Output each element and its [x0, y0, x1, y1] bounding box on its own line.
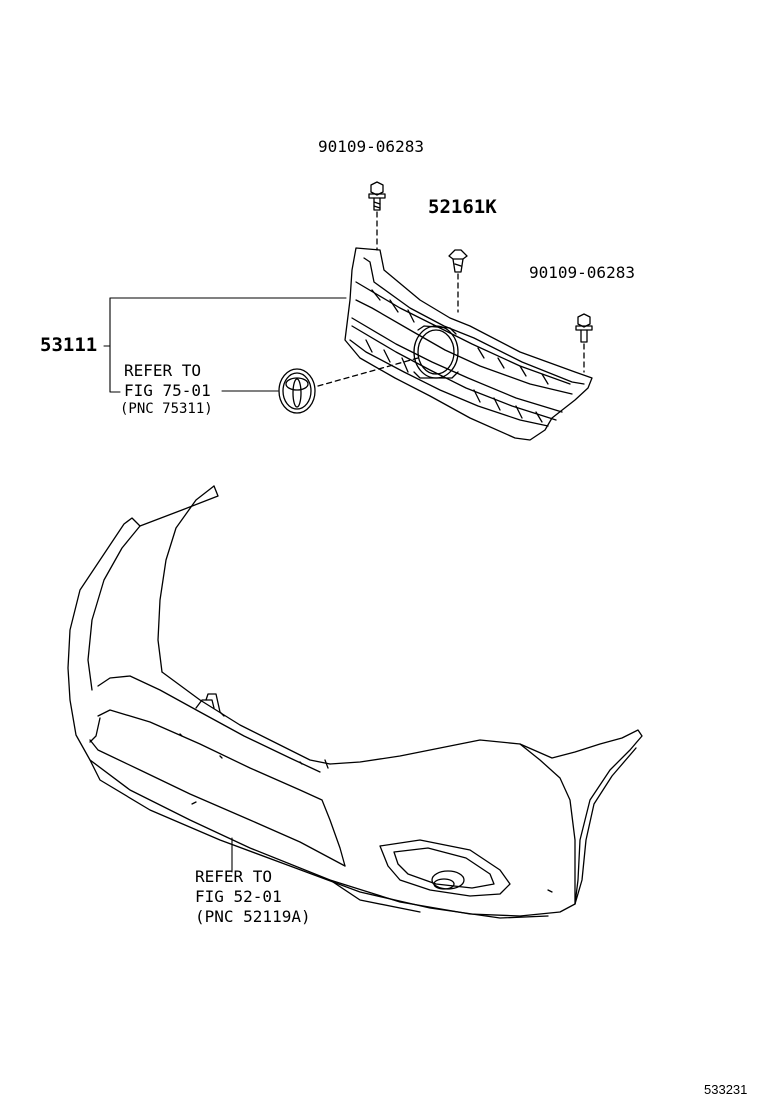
bumper-refer-line-1: REFER TO [195, 867, 273, 886]
leader-lines [103, 297, 347, 873]
emblem-refer-line-2: FIG 75-01 [124, 381, 211, 400]
clip-part-number: 52161K [428, 196, 497, 218]
front-bumper-part [67, 485, 643, 919]
grille-part-number: 53111 [40, 334, 98, 356]
bolt-left-part-number: 90109-06283 [318, 137, 424, 156]
bolt-right-part [575, 313, 593, 373]
emblem-part [278, 357, 419, 414]
bumper-refer-line-2: FIG 52-01 [195, 887, 282, 906]
radiator-grille-part [344, 247, 593, 441]
emblem-refer-line-3: (PNC 75311) [120, 401, 213, 417]
bolt-right-part-number: 90109-06283 [529, 263, 635, 282]
clip-part [448, 249, 468, 313]
emblem-refer-line-1: REFER TO [124, 361, 202, 380]
bumper-refer-line-3: (PNC 52119A) [195, 907, 311, 926]
bolt-left-part [368, 181, 386, 251]
figure-number: 533231 [704, 1082, 748, 1097]
